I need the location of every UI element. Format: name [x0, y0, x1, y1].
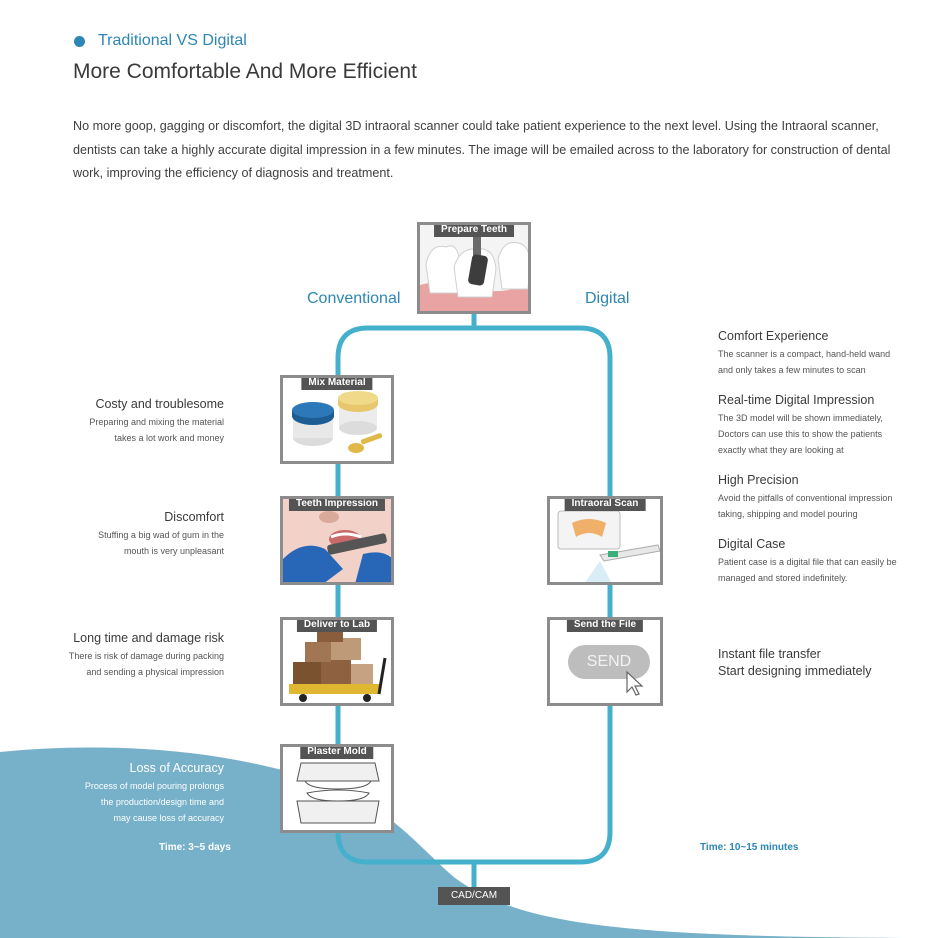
- step-label: Deliver to Lab: [296, 620, 378, 632]
- note-instant-transfer: Instant file transfer Start designing im…: [718, 647, 872, 678]
- step-label: Intraoral Scan: [564, 499, 646, 511]
- note-damage-risk: Long time and damage risk There is risk …: [68, 631, 224, 677]
- note-discomfort: Discomfort Stuffing a big wad of gum in …: [98, 510, 224, 556]
- end-node-cadcam: CAD/CAM: [438, 887, 510, 905]
- note-digital-case: Digital Case Patient case is a digital f…: [718, 537, 897, 583]
- note-loss-of-accuracy: Loss of Accuracy Process of model pourin…: [84, 761, 224, 823]
- step-label: Send the File: [566, 620, 644, 632]
- step-label: Plaster Mold: [300, 747, 374, 759]
- impression-material-jars-illustration: [283, 378, 391, 461]
- cursor-icon: [626, 670, 644, 696]
- plaster-mold-illustration: [283, 747, 391, 830]
- step-deliver-to-lab: Deliver to Lab: [280, 617, 394, 706]
- step-intraoral-scan: Intraoral Scan: [547, 496, 663, 585]
- digital-heading: Digital: [585, 290, 630, 307]
- conventional-heading: Conventional: [307, 290, 401, 307]
- impression-tray-illustration: [283, 499, 391, 582]
- time-digital: Time: 10~15 minutes: [700, 842, 799, 853]
- time-conventional: Time: 3~5 days: [159, 842, 231, 853]
- note-comfort-experience: Comfort Experience The scanner is a comp…: [718, 329, 891, 375]
- intro-paragraph: No more goop, gagging or discomfort, the…: [73, 119, 891, 180]
- send-button-illustration: SEND: [568, 645, 650, 679]
- step-label: Mix Material: [301, 378, 373, 390]
- shipping-boxes-illustration: [283, 620, 391, 703]
- step-send-the-file: Send the File SEND: [547, 617, 663, 706]
- note-high-precision: High Precision Avoid the pitfalls of con…: [718, 473, 893, 519]
- step-label: Teeth Impression: [288, 499, 386, 511]
- eyebrow-text: Traditional VS Digital: [98, 32, 247, 49]
- step-teeth-impression: Teeth Impression: [280, 496, 394, 585]
- page-title: More Comfortable And More Efficient: [73, 60, 417, 83]
- bullet-dot-icon: [74, 35, 85, 47]
- step-label: Prepare Teeth: [434, 225, 514, 237]
- step-prepare-teeth: Prepare Teeth: [417, 222, 531, 314]
- teeth-scanner-illustration: [420, 225, 528, 311]
- scanner-screen-illustration: [550, 499, 660, 582]
- step-plaster-mold: Plaster Mold: [280, 744, 394, 833]
- step-mix-material: Mix Material: [280, 375, 394, 464]
- note-realtime-impression: Real-time Digital Impression The 3D mode…: [718, 393, 883, 455]
- section-eyebrow: Traditional VS Digital: [74, 32, 247, 50]
- note-costy: Costy and troublesome Preparing and mixi…: [89, 397, 224, 443]
